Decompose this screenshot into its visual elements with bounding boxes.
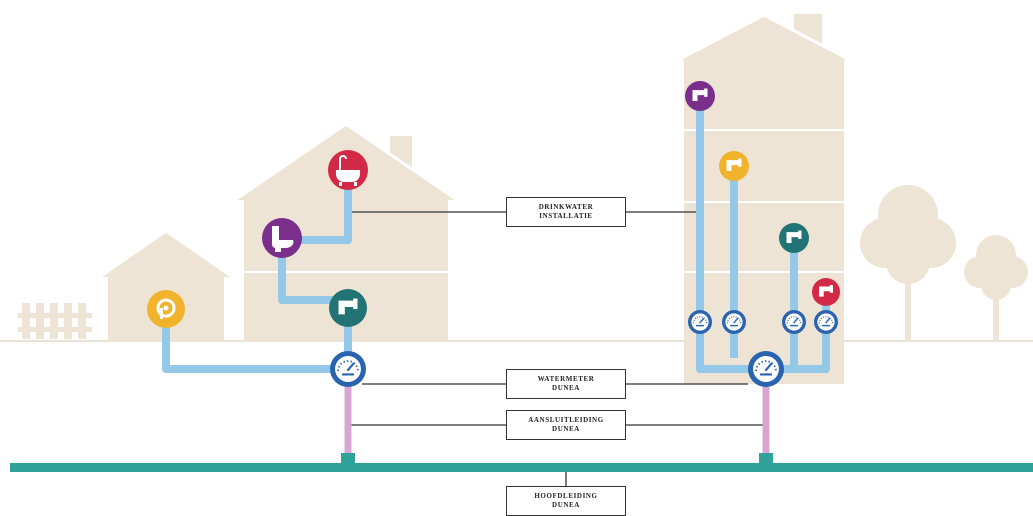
label-hoofd-line1: HOOFDLEIDING <box>534 492 598 500</box>
fence <box>18 303 92 339</box>
submeter-2-icon <box>722 310 746 334</box>
watermeter-middle-house-icon <box>330 351 366 387</box>
middle-house-roof-line <box>231 122 461 204</box>
tap-second-floor-icon <box>719 151 749 181</box>
label-hoofdleiding: HOOFDLEIDING DUNEA <box>506 486 626 516</box>
garden-tap-icon <box>147 290 185 328</box>
label-aansluit-line2: DUNEA <box>552 425 580 433</box>
main-water-line <box>10 463 1033 472</box>
bath-icon <box>328 150 368 190</box>
label-watermeter-line1: WATERMETER <box>537 375 595 383</box>
tap-top-floor-icon <box>685 81 715 111</box>
watermeter-tall-house-icon <box>748 351 784 387</box>
label-watermeter: WATERMETER DUNEA <box>506 369 626 399</box>
submeter-1-icon <box>688 310 712 334</box>
tall-house-floor-lines <box>684 129 844 273</box>
label-aansluitleiding: AANSLUITLEIDING DUNEA <box>506 410 626 440</box>
submeter-3-icon <box>782 310 806 334</box>
connection-joints <box>341 453 773 465</box>
tap-ground-floor-icon <box>812 278 840 306</box>
tap-third-floor-icon <box>779 223 809 253</box>
tall-house-roof-line <box>673 13 855 64</box>
label-drinkwater-installatie: DRINKWATER INSTALLATIE <box>506 197 626 227</box>
label-connectors <box>350 211 766 488</box>
label-drinkwater-line1: DRINKWATER <box>538 203 594 211</box>
tree-small <box>964 235 1028 340</box>
small-house-roof-line <box>97 229 235 280</box>
label-aansluit-line1: AANSLUITLEIDING <box>528 416 604 424</box>
label-hoofd-line2: DUNEA <box>552 501 580 509</box>
submeter-4-icon <box>814 310 838 334</box>
toilet-icon <box>262 218 302 258</box>
tap-middle-house-icon <box>329 289 367 327</box>
label-drinkwater-line2: INSTALLATIE <box>539 212 593 220</box>
tree-large <box>860 185 956 340</box>
label-watermeter-line2: DUNEA <box>552 384 580 392</box>
connection-pipes <box>344 382 770 455</box>
